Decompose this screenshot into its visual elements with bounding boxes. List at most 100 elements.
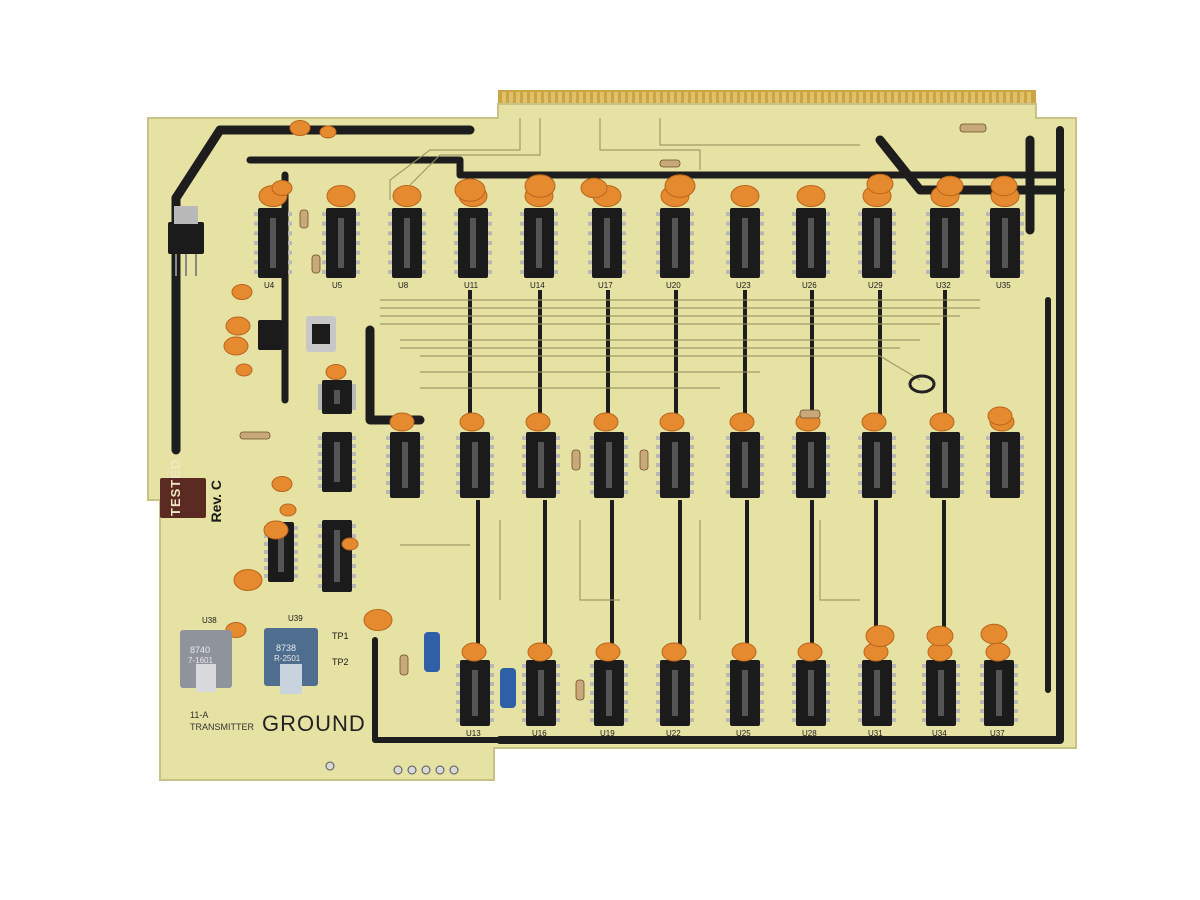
ceramic-capacitors: [223, 120, 1020, 662]
chip-reference-label: U16: [532, 729, 547, 738]
tested-stamp: TESTED: [168, 458, 183, 516]
capacitor: [363, 609, 393, 631]
optocoupler-marking: 8740: [190, 645, 211, 655]
chip-reference-label: U17: [598, 281, 613, 290]
chip-reference-label: U32: [936, 281, 951, 290]
dip-ic: [254, 208, 292, 278]
capacitor: [664, 174, 696, 198]
dip-ic: [318, 380, 356, 414]
test-point-label: TP2: [332, 657, 349, 667]
chip-reference-label: U20: [666, 281, 681, 290]
capacitor: [861, 412, 887, 432]
dip-ic: [858, 432, 896, 498]
capacitor: [595, 642, 621, 662]
capacitor: [231, 284, 253, 300]
chip-reference-label: U14: [530, 281, 545, 290]
capacitor: [926, 625, 954, 647]
chip-reference-label: U31: [868, 729, 883, 738]
chip-reference-label: U37: [990, 729, 1005, 738]
chip-reference-label: U5: [332, 281, 343, 290]
capacitor: [389, 412, 415, 432]
capacitor: [525, 412, 551, 432]
resistors: [239, 123, 987, 701]
capacitor: [341, 537, 359, 551]
capacitor: [459, 412, 485, 432]
signal-traces: [380, 118, 980, 620]
capacitor: [233, 569, 263, 591]
capacitor: [271, 180, 293, 196]
capacitor: [392, 185, 422, 207]
chip-reference-label: U25: [736, 729, 751, 738]
vertical-bus-traces: [468, 290, 947, 650]
dip-ic: [656, 208, 694, 278]
ground-label: GROUND: [262, 711, 366, 736]
optocoupler-marking: R-2501: [274, 654, 301, 663]
capacitor: [659, 412, 685, 432]
dip-ic: [388, 208, 426, 278]
chip-reference-label: U22: [666, 729, 681, 738]
dip-ic: [656, 432, 694, 498]
optocoupler-marking: 8738: [276, 643, 297, 653]
capacitor: [325, 364, 347, 380]
capacitor: [730, 185, 760, 207]
capacitor: [271, 476, 293, 492]
capacitor: [279, 503, 297, 517]
chip-reference-label: U34: [932, 729, 947, 738]
chip-reference-label: U4: [264, 281, 275, 290]
capacitor: [985, 642, 1011, 662]
blue-capacitor: [424, 632, 440, 672]
capacitor: [936, 175, 964, 197]
optocoupler-blue: [264, 628, 318, 694]
optocoupler-marking: 7-1601: [188, 656, 213, 665]
dip-ic: [590, 432, 628, 498]
power-transistor: [306, 316, 336, 352]
capacitor: [796, 185, 826, 207]
dip-ic: [792, 208, 830, 278]
dip-ic: [456, 432, 494, 498]
dip-ic: [922, 660, 960, 726]
dip-ic: [520, 208, 558, 278]
dip-ic: [318, 520, 356, 592]
capacitor: [987, 406, 1013, 426]
tested-stamp-box: [160, 478, 206, 518]
capacitor: [263, 520, 289, 540]
dip-ic: [986, 208, 1024, 278]
dip-ic: [656, 660, 694, 726]
revision-label: Rev. C: [208, 480, 224, 523]
dip-ic: [726, 208, 764, 278]
capacitor: [929, 412, 955, 432]
dip-ic: [522, 432, 560, 498]
chip-reference-label: U13: [466, 729, 481, 738]
chip-reference-label: U26: [802, 281, 817, 290]
capacitor: [527, 642, 553, 662]
capacitor: [797, 642, 823, 662]
dip-ic: [322, 208, 360, 278]
blue-capacitor: [500, 668, 516, 708]
dip-ic: [926, 208, 964, 278]
dip-ic: [858, 208, 896, 278]
ic-chips: [254, 208, 1024, 726]
dip-ic: [318, 432, 356, 492]
dip-ic: [522, 660, 560, 726]
dip-ic: [590, 660, 628, 726]
dip-ic: [726, 660, 764, 726]
capacitor: [729, 412, 755, 432]
capacitor: [524, 174, 556, 198]
capacitor: [454, 178, 486, 202]
capacitor: [326, 185, 356, 207]
test-point-label: TP1: [332, 631, 349, 641]
chip-reference-label: U8: [398, 281, 409, 290]
dip-ic: [792, 660, 830, 726]
dip-ic: [726, 432, 764, 498]
capacitor: [990, 175, 1018, 197]
chip-reference-label: U35: [996, 281, 1011, 290]
capacitor: [865, 625, 895, 647]
chip-reference-label: U28: [802, 729, 817, 738]
voltage-regulator: [168, 206, 204, 276]
optocoupler-gray: [180, 630, 232, 692]
dip-ic: [858, 660, 896, 726]
optocoupler-label: U39: [288, 614, 303, 623]
chip-reference-label: U23: [736, 281, 751, 290]
capacitor: [319, 125, 337, 139]
capacitor: [593, 412, 619, 432]
